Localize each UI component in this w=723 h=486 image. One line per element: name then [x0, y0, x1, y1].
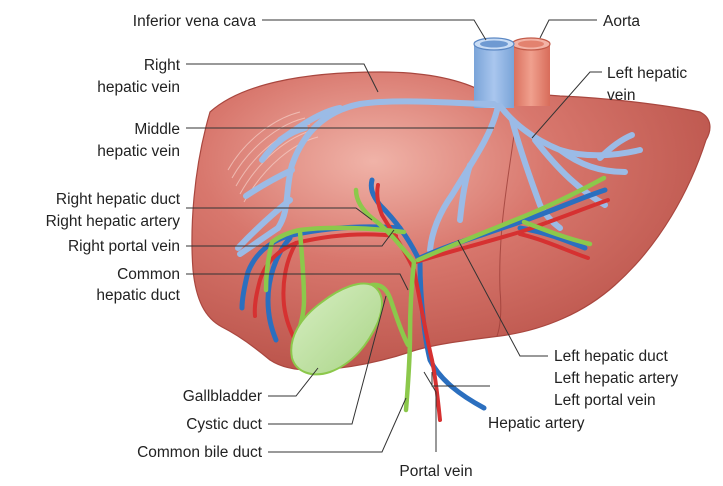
label-left-hepatic-duct: Left hepatic duct — [554, 348, 668, 365]
label-left-hepatic-artery: Left hepatic artery — [554, 370, 678, 387]
label-gallbladder: Gallbladder — [183, 388, 262, 405]
label-right-hepatic-artery: Right hepatic artery — [46, 213, 181, 230]
label-left-portal-vein: Left portal vein — [554, 392, 656, 409]
leader-inferior-vena-cava — [262, 20, 486, 40]
label-middle-hepatic-vein-line2: hepatic vein — [97, 143, 180, 160]
label-cystic-duct: Cystic duct — [186, 416, 262, 433]
label-common-bile-duct: Common bile duct — [137, 444, 263, 461]
label-left-hepatic-vein-line2: vein — [607, 87, 635, 104]
label-common-hepatic-duct-line1: Common — [117, 266, 180, 283]
label-aorta: Aorta — [603, 13, 640, 30]
label-left-hepatic-vein-line1: Left hepatic — [607, 65, 687, 82]
label-hepatic-artery: Hepatic artery — [488, 415, 585, 432]
label-inferior-vena-cava: Inferior vena cava — [133, 13, 257, 30]
label-portal-vein: Portal vein — [399, 463, 472, 480]
leader-aorta — [540, 20, 597, 38]
label-right-hepatic-vein-line2: hepatic vein — [97, 79, 180, 96]
label-middle-hepatic-vein-line1: Middle — [134, 121, 180, 138]
label-right-portal-vein: Right portal vein — [68, 238, 180, 255]
inferior-vena-cava — [474, 38, 514, 108]
label-right-hepatic-vein-line1: Right — [144, 57, 181, 74]
label-right-hepatic-duct: Right hepatic duct — [56, 191, 181, 208]
aorta — [512, 38, 550, 106]
leader-common-bile-duct — [268, 398, 406, 452]
label-common-hepatic-duct-line2: hepatic duct — [96, 287, 180, 304]
